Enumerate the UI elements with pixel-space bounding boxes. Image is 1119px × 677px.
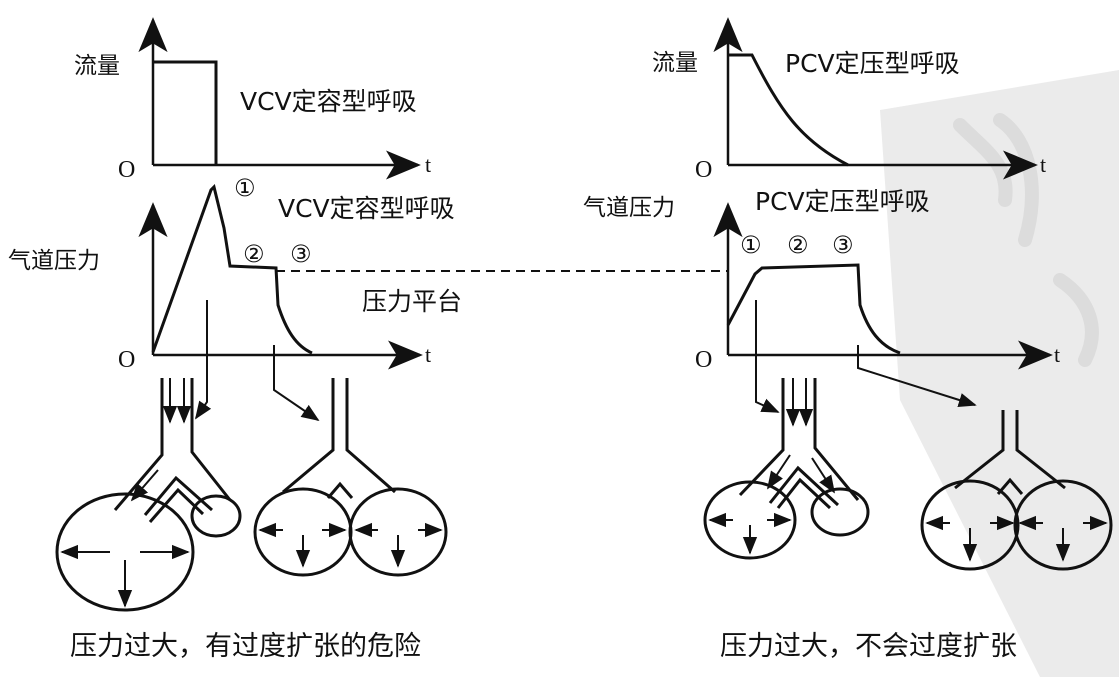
right-flow-origin: O xyxy=(695,157,712,183)
right-pressure-title: PCV定压型呼吸 xyxy=(755,187,930,216)
right-marker-1: ① xyxy=(740,231,762,259)
left-pressure-t: t xyxy=(425,342,431,367)
right-pressure-curve xyxy=(726,263,901,355)
right-flow-t: t xyxy=(1040,152,1046,177)
right-pressure-origin: O xyxy=(695,347,712,373)
right-arrow-1 xyxy=(755,300,780,413)
left-small-alveolus xyxy=(190,494,242,538)
left-caption: 压力过大，有过度扩张的危险 xyxy=(70,631,421,662)
left-arrow-peak xyxy=(194,300,212,420)
right-caption: 压力过大，不会过度扩张 xyxy=(720,631,1017,662)
left-pressure-curve xyxy=(151,184,313,355)
left-arrow-plateau xyxy=(273,345,320,422)
right-marker-3: ③ xyxy=(832,231,854,259)
watermark-shape xyxy=(880,70,1119,677)
right-small-alveolus xyxy=(810,487,870,537)
left-pressure-axis-label: 气道压力 xyxy=(8,248,100,274)
left-marker-1: ① xyxy=(234,174,256,202)
plateau-label: 压力平台 xyxy=(362,287,462,316)
left-flow-axis-label: 流量 xyxy=(74,53,120,79)
left-flow-curve xyxy=(153,60,218,165)
left-lung-arrow-in xyxy=(130,469,159,502)
right-marker-2: ② xyxy=(787,231,809,259)
right-airway-even xyxy=(954,410,1066,495)
left-marker-3: ③ xyxy=(290,240,312,268)
left-airway-uneven xyxy=(113,378,232,523)
right-flow-title: PCV定压型呼吸 xyxy=(785,49,960,78)
left-flow-origin: O xyxy=(118,157,135,183)
right-arrow-plateau xyxy=(857,345,977,407)
left-flow-title: VCV定容型呼吸 xyxy=(240,87,417,116)
right-even-alveolus-r xyxy=(1013,479,1113,571)
left-airway-even xyxy=(282,378,396,499)
left-pressure-title: VCV定容型呼吸 xyxy=(278,194,455,223)
right-even-alveolus-l xyxy=(920,479,1020,571)
right-lung-arrow-in-1 xyxy=(767,454,791,490)
right-lung-arrow-in-2 xyxy=(811,457,835,494)
right-panel: 流量 PCV定压型呼吸 O t 气道压力 PCV定压型呼吸 O t ① ② ③ xyxy=(583,17,1113,662)
left-flow-t: t xyxy=(425,152,431,177)
right-left-alveolus xyxy=(703,480,797,560)
right-flow-axis-label: 流量 xyxy=(652,50,698,76)
left-marker-2: ② xyxy=(243,240,265,268)
right-pressure-axis-label: 气道压力 xyxy=(583,195,675,221)
right-pressure-t: t xyxy=(1054,342,1060,367)
left-even-alveolus-r xyxy=(348,487,448,577)
right-flow-curve xyxy=(728,53,849,167)
left-panel: 流量 VCV定容型呼吸 O t 气道压力 VCV定容型呼吸 O t ① ② ③ … xyxy=(8,17,462,662)
right-airway-uneven xyxy=(738,378,860,510)
left-pressure-origin: O xyxy=(118,347,135,373)
left-large-alveolus xyxy=(55,492,195,612)
